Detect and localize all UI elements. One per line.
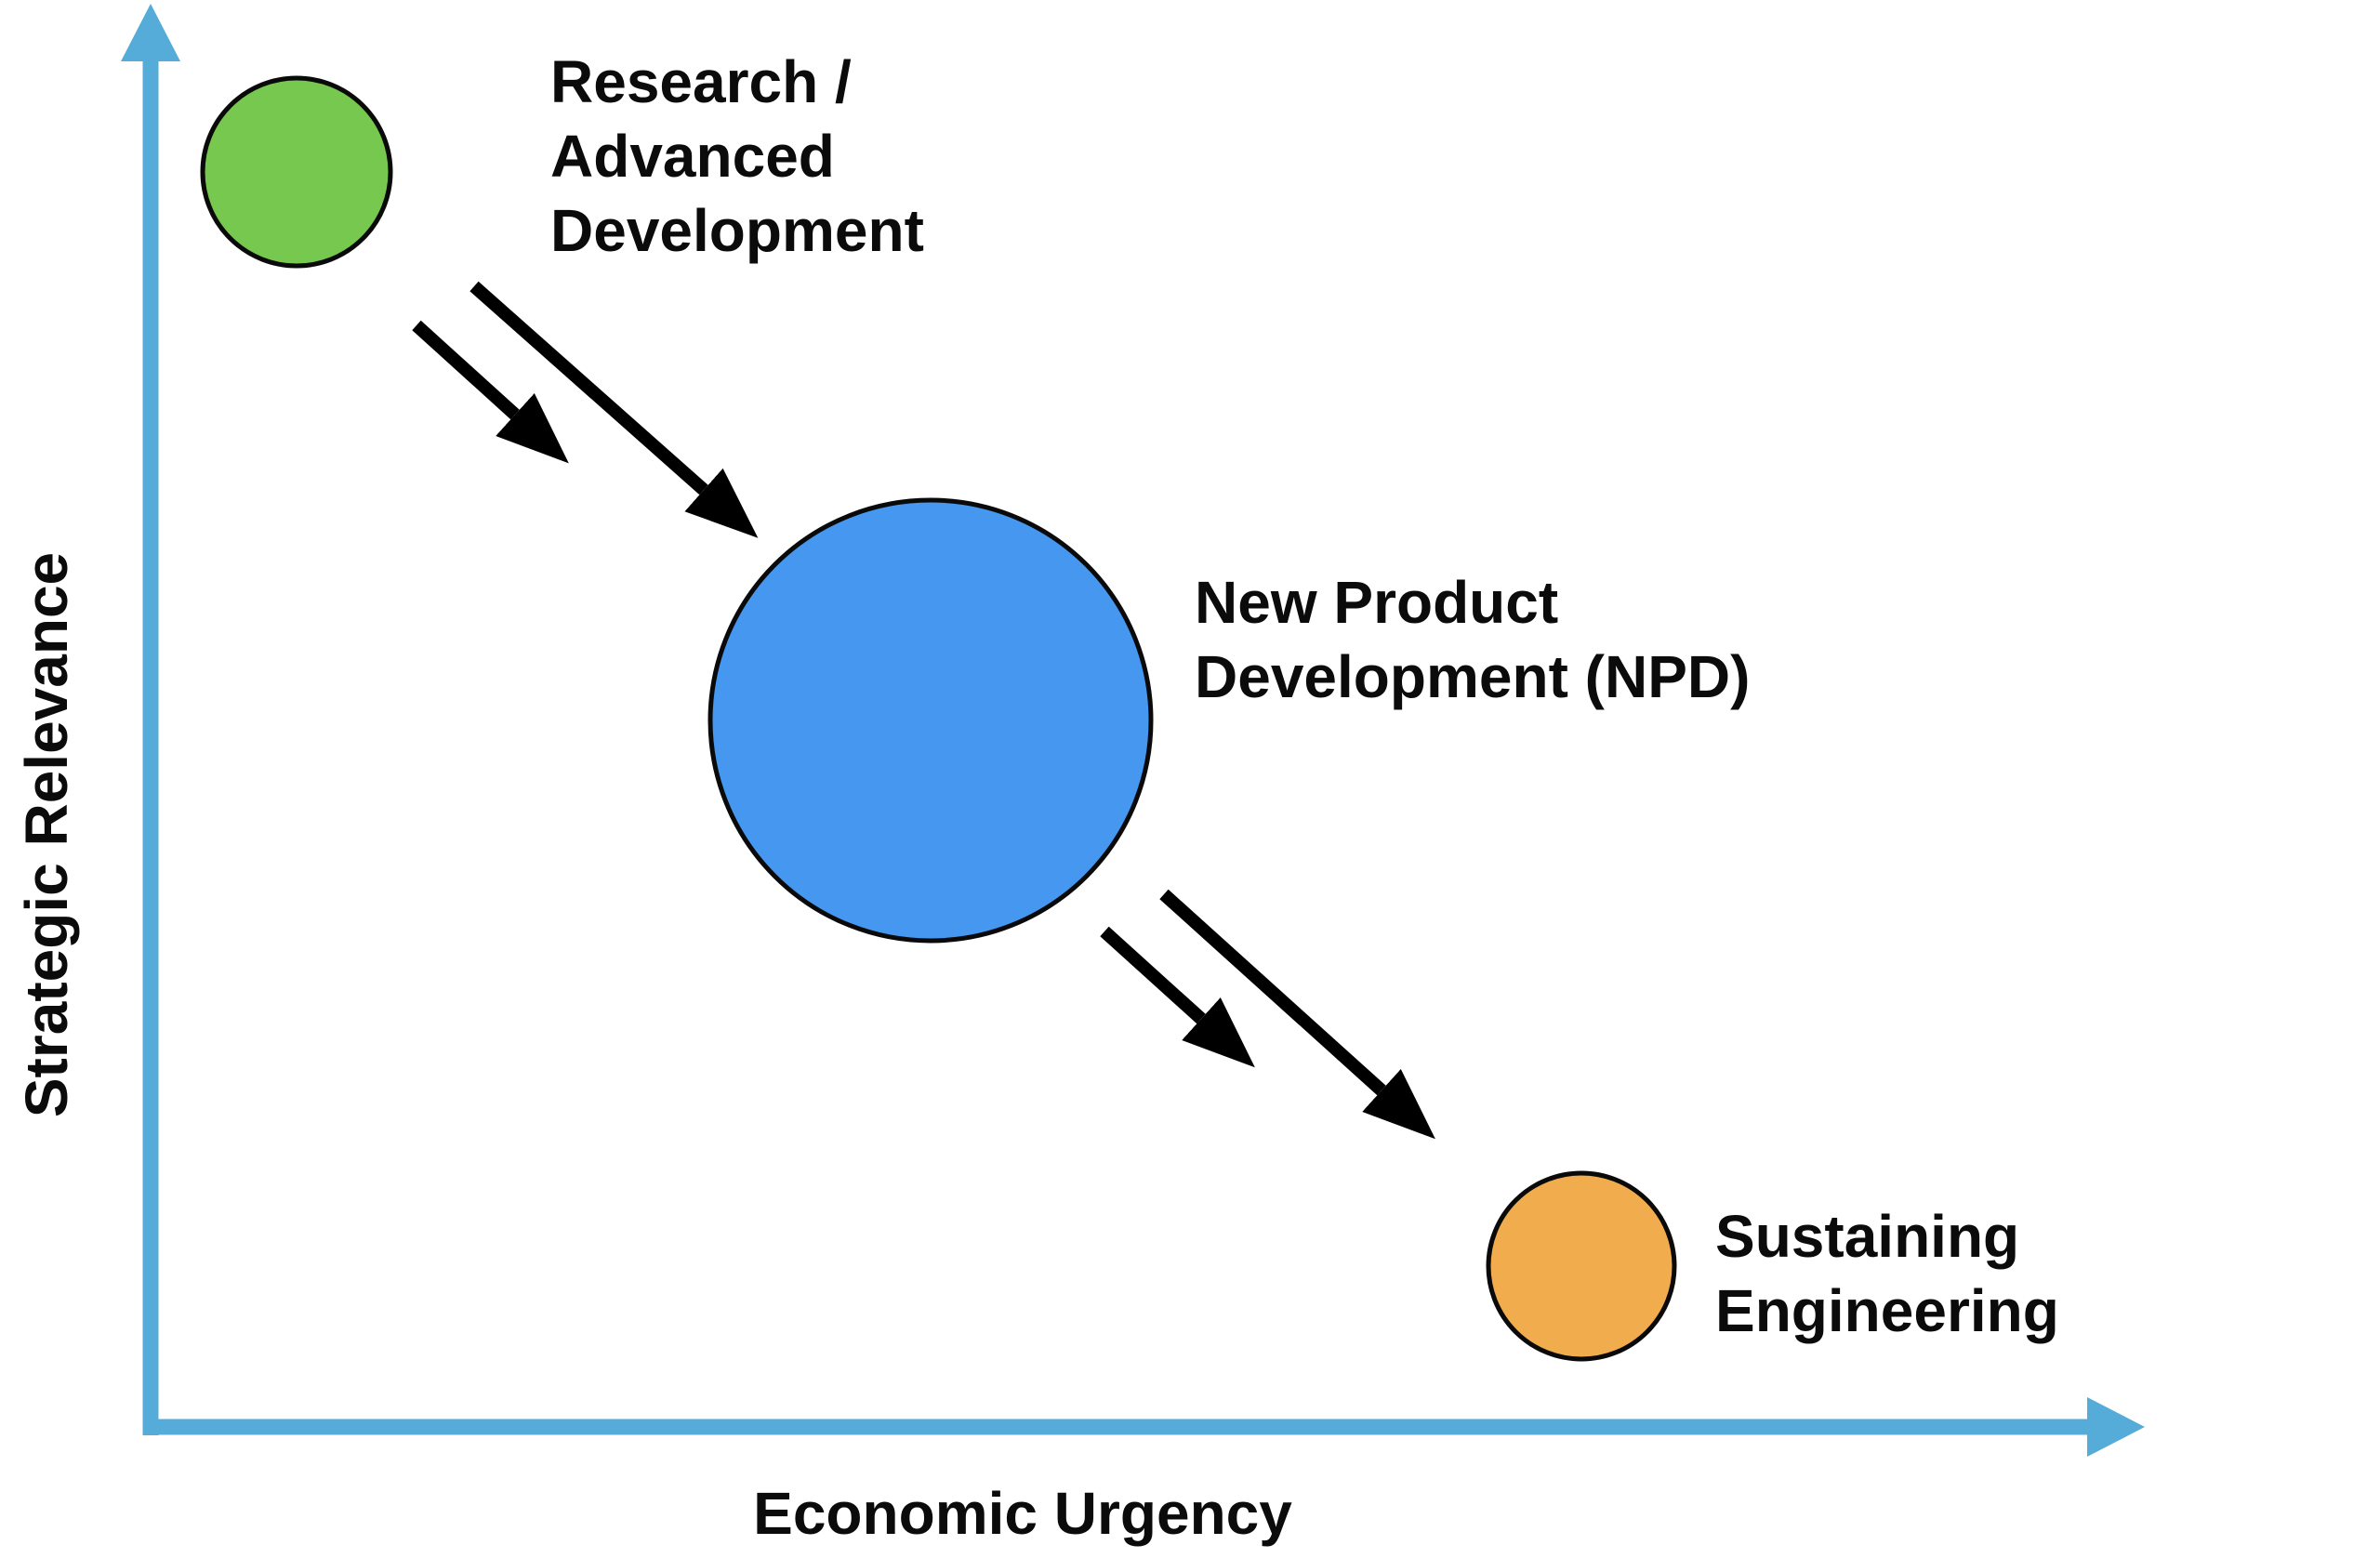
arrow-npd-to-sustaining-lower — [1100, 926, 1255, 1068]
research-label-line-2: Advanced — [550, 123, 835, 190]
x-axis-label: Economic Urgency — [753, 1480, 1292, 1547]
arrow-research-to-npd-lower — [412, 320, 569, 464]
arrow-npd-to-sustaining-upper — [1159, 889, 1435, 1140]
npd-label-line-1: New Product — [1195, 569, 1558, 636]
y-axis-label: Strategic Relevance — [13, 552, 80, 1117]
arrow-research-to-npd-upper — [469, 281, 759, 538]
npd-bubble — [707, 497, 1154, 944]
sustaining-bubble — [1486, 1170, 1677, 1362]
research-label-line-1: Research / — [550, 48, 852, 115]
sustaining-label-line-1: Sustaining — [1715, 1203, 2019, 1270]
research-label-line-3: Development — [550, 197, 924, 264]
sustaining-label-line-2: Engineering — [1715, 1277, 2059, 1344]
npd-label-line-2: Development (NPD) — [1195, 643, 1750, 710]
research-bubble — [200, 75, 393, 269]
